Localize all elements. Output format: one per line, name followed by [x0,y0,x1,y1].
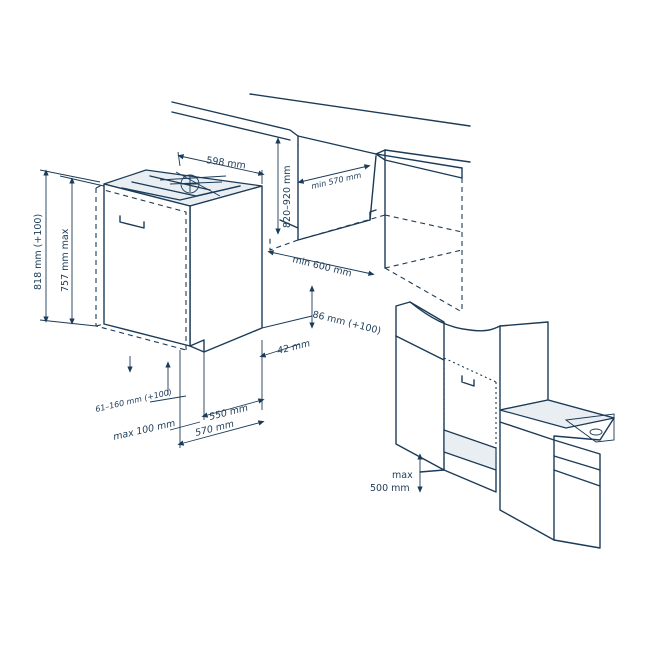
kitchen-view [395,301,615,549]
dim-door-max: max [392,470,413,481]
dim-598: 598 mm [206,155,247,171]
dim-42: 42 mm [276,338,311,357]
dimension-lines [39,137,375,448]
dim-757: 757 mm max [60,228,71,292]
dim-door-500: 500 mm [370,483,410,494]
dim-min-600: min 600 mm [291,254,352,279]
dim-820-920: 820–920 mm [282,165,293,228]
dishwasher [95,169,263,353]
dim-818: 818 mm (+100) [33,214,44,290]
countertop [171,93,471,179]
dim-61-160: 61–160 mm (+100) [94,388,172,414]
dim-max-100: max 100 mm [112,418,176,443]
niche [269,144,463,313]
dim-86: 86 mm (+100) [311,309,382,337]
